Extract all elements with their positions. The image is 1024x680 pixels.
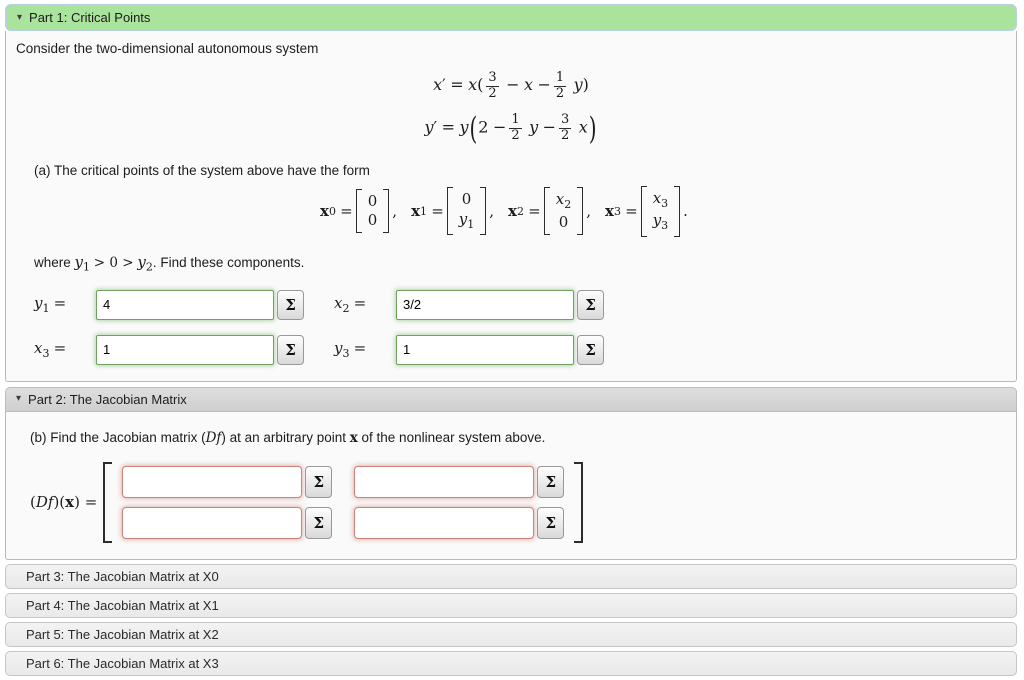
part1-title: Part 1: Critical Points: [29, 10, 151, 25]
triangle-down-icon: ▾: [17, 11, 23, 23]
part2-title: Part 2: The Jacobian Matrix: [28, 391, 187, 407]
answer-label: y3 =: [334, 339, 367, 361]
jacobian-input-22[interactable]: [354, 506, 535, 539]
left-bracket: [640, 185, 647, 237]
left-bracket: [446, 187, 453, 236]
part6-title: Part 6: The Jacobian Matrix at X3: [26, 655, 219, 671]
equation-editor-button[interactable]: Σ: [277, 289, 304, 320]
intro-text: Consider the two-dimensional autonomous …: [16, 41, 319, 56]
jacobian-input-11[interactable]: [122, 465, 303, 498]
answer-row-y1: y1 = Σ: [34, 289, 334, 320]
answer-label: y1 =: [34, 294, 67, 316]
right-bracket: [674, 185, 681, 237]
jacobian-cell-12: Σ: [354, 465, 565, 498]
answer-input-x3[interactable]: [96, 334, 274, 365]
answer-input-y1[interactable]: [96, 289, 274, 320]
equation-editor-button[interactable]: Σ: [577, 334, 604, 365]
part4-title: Part 4: The Jacobian Matrix at X1: [26, 597, 219, 613]
triangle-down-icon: ▾: [16, 393, 22, 405]
left-bracket: [355, 188, 362, 234]
jacobian-label: (Df)(x) =: [30, 493, 98, 512]
jacobian-cell-22: Σ: [354, 506, 565, 539]
answer-input-y3[interactable]: [396, 334, 574, 365]
answer-label: x2 =: [334, 294, 367, 316]
equation-editor-button[interactable]: Σ: [537, 465, 565, 498]
answer-label: x3 =: [34, 339, 67, 361]
left-bracket: [103, 461, 113, 543]
equation-editor-button[interactable]: Σ: [305, 506, 333, 539]
equation-editor-button[interactable]: Σ: [537, 506, 565, 539]
part5-title: Part 5: The Jacobian Matrix at X2: [26, 626, 219, 642]
equation-editor-button[interactable]: Σ: [277, 334, 304, 365]
jacobian-grid: Σ Σ Σ Σ: [120, 462, 566, 543]
answer-grid: y1 = Σ x2 = Σ x3 = Σ y3 = Σ: [34, 289, 1006, 365]
answer-row-y3: y3 = Σ: [334, 334, 1006, 365]
part1-body: Consider the two-dimensional autonomous …: [5, 31, 1017, 382]
equation-editor-button[interactable]: Σ: [305, 465, 333, 498]
jacobian-input-21[interactable]: [122, 506, 303, 539]
part3-title: Part 3: The Jacobian Matrix at X0: [26, 568, 219, 584]
part4-accordion-header[interactable]: Part 4: The Jacobian Matrix at X1: [5, 592, 1017, 618]
right-bracket: [383, 188, 390, 234]
left-bracket: [543, 187, 550, 236]
equation-editor-button[interactable]: Σ: [577, 289, 604, 320]
jacobian-cell-11: Σ: [122, 465, 333, 498]
right-bracket: [574, 461, 584, 543]
jacobian-equation: (Df)(x) = Σ Σ Σ: [30, 461, 1006, 543]
right-bracket: [480, 187, 487, 236]
part6-accordion-header[interactable]: Part 6: The Jacobian Matrix at X3: [5, 650, 1017, 676]
part2-accordion-header[interactable]: ▾ Part 2: The Jacobian Matrix: [5, 386, 1017, 412]
right-bracket: [577, 187, 584, 236]
answer-row-x3: x3 = Σ: [34, 334, 334, 365]
jacobian-matrix: Σ Σ Σ Σ: [103, 461, 584, 543]
jacobian-input-12[interactable]: [354, 465, 535, 498]
part-a-text: (a) The critical points of the system ab…: [34, 162, 370, 178]
jacobian-cell-21: Σ: [122, 506, 333, 539]
part5-accordion-header[interactable]: Part 5: The Jacobian Matrix at X2: [5, 621, 1017, 647]
part1-accordion-header[interactable]: ▾ Part 1: Critical Points: [5, 4, 1017, 31]
answer-input-x2[interactable]: [396, 289, 574, 320]
answer-row-x2: x2 = Σ: [334, 289, 1006, 320]
part2-body: (b) Find the Jacobian matrix (Df) at an …: [5, 411, 1017, 560]
where-condition-text: where y1 > 0 > y2. Find these components…: [34, 252, 305, 274]
part3-accordion-header[interactable]: Part 3: The Jacobian Matrix at X0: [5, 563, 1017, 589]
part-b-text: (b) Find the Jacobian matrix (Df) at an …: [30, 429, 546, 446]
